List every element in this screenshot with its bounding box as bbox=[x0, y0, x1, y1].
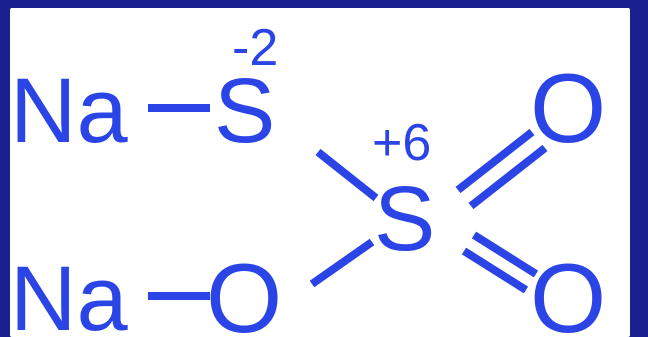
bond-s-o-double-top-b bbox=[468, 144, 548, 210]
bond-s-o-bridge bbox=[309, 238, 375, 288]
bond-s-s bbox=[315, 148, 379, 202]
bond-s-o-double-top-a bbox=[455, 128, 535, 194]
bond-s-o-double-bottom-b bbox=[461, 247, 529, 294]
atom-na-top: Na bbox=[10, 60, 128, 162]
atom-s-center: S bbox=[374, 168, 435, 270]
charge-s-left: -2 bbox=[232, 19, 278, 77]
charge-s-center: +6 bbox=[372, 114, 431, 172]
atom-s-left: S bbox=[214, 60, 275, 162]
atom-o-top: O bbox=[530, 53, 606, 163]
atom-o-bridge: O bbox=[206, 243, 282, 337]
bond-s-o-double-bottom-a bbox=[471, 231, 539, 278]
atom-o-bottom: O bbox=[530, 243, 606, 337]
atom-na-bottom: Na bbox=[10, 248, 128, 337]
